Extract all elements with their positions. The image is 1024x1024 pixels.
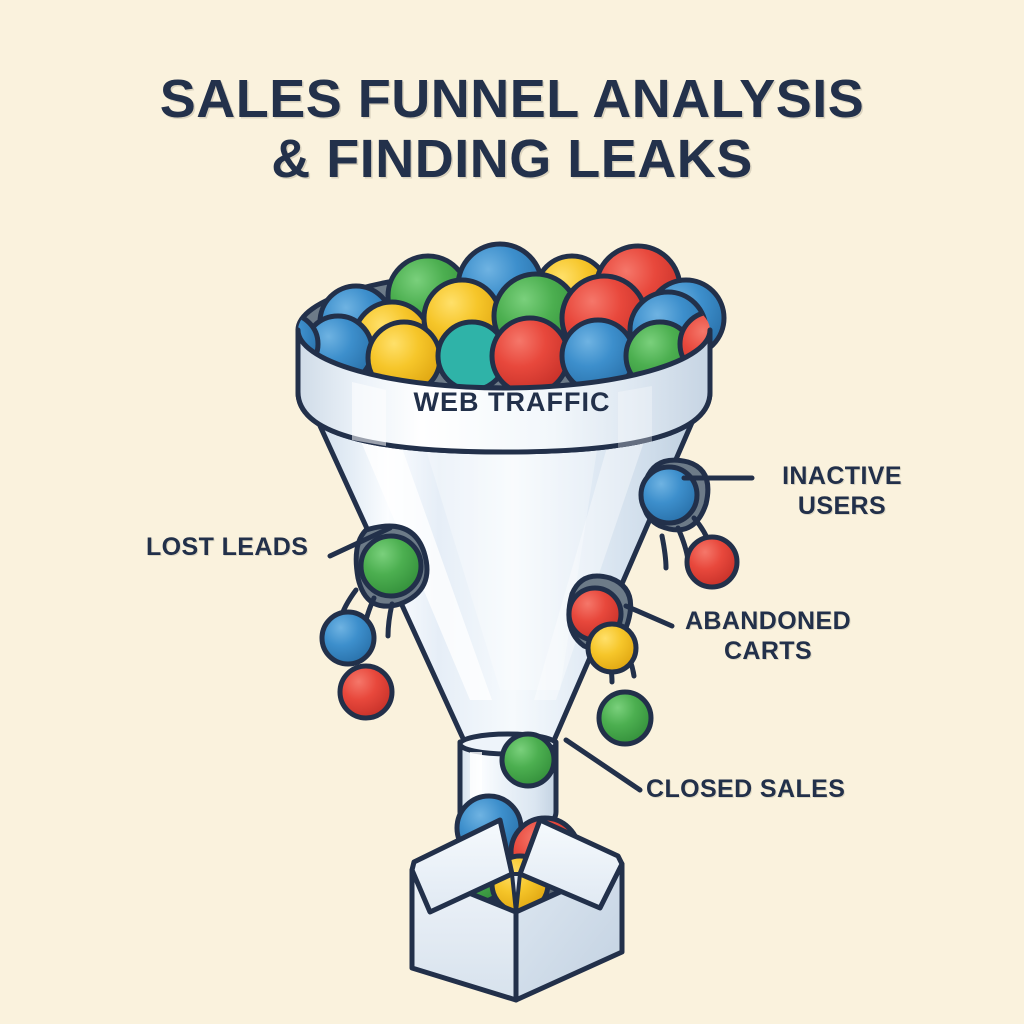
leader-line-closed-sales (563, 737, 643, 793)
callout-label-lost-leads: LOST LEADS (146, 533, 309, 561)
collection-box (409, 793, 625, 1003)
leaking-ball-green (358, 533, 424, 599)
callout-label-closed-sales: CLOSED SALES (646, 775, 846, 803)
leader-lines (327, 475, 755, 793)
callout-label-inactive-users: INACTIVE USERS (782, 462, 902, 520)
falling-balls (319, 534, 740, 789)
page-title-line-2: & FINDING LEAKS (271, 129, 753, 189)
callout-label-abandoned-carts: ABANDONED CARTS (684, 607, 852, 665)
funnel-inlet-balls (295, 241, 727, 455)
leader-line-abandoned-carts (623, 603, 675, 629)
page-title-line-1: SALES FUNNEL ANALYSIS (159, 69, 865, 129)
leader-line-lost-leads (327, 525, 393, 559)
leak-hole-lost-leads (353, 523, 430, 609)
funnel-band-label: WEB TRAFFIC (413, 387, 611, 417)
leaking-ball-blue (638, 464, 700, 526)
